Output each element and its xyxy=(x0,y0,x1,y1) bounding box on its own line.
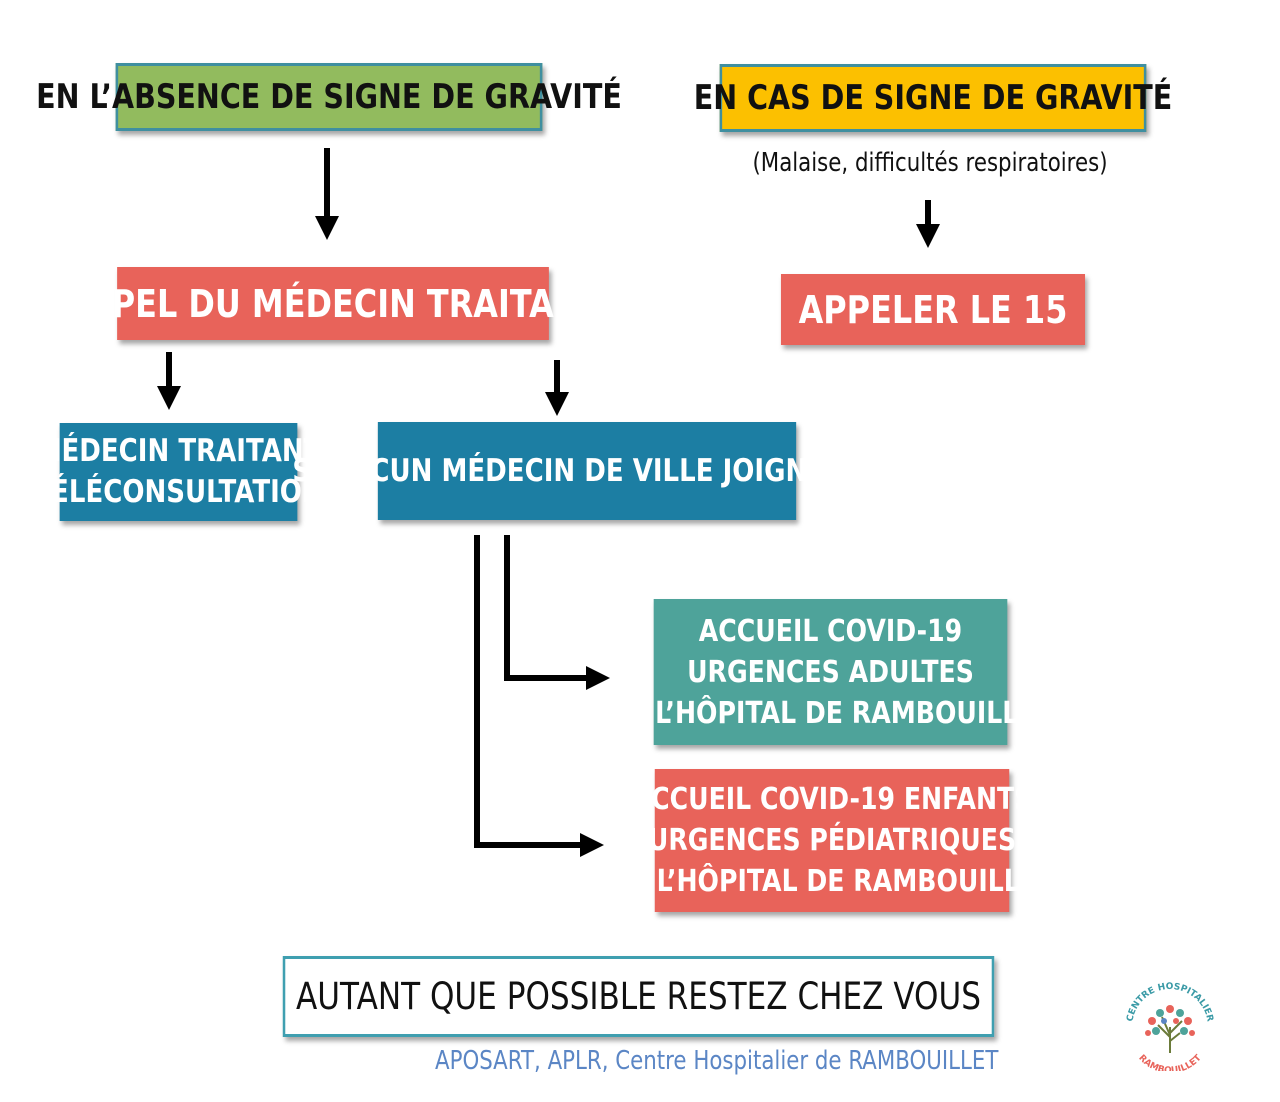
call-gp-box: APPEL DU MÉDECIN TRAITANT xyxy=(64,267,602,340)
adult-emergency-box: ACCUEIL COVID-19 URGENCES ADULTES DE L’H… xyxy=(608,599,1053,745)
no-doctor-label: SI AUCUN MÉDECIN DE VILLE JOIGNABLE xyxy=(292,453,882,489)
tree-icon xyxy=(1145,1005,1195,1053)
svg-text:RAMBOUILLET: RAMBOUILLET xyxy=(1136,1053,1204,1071)
no-doctor-box: SI AUCUN MÉDECIN DE VILLE JOIGNABLE xyxy=(292,422,882,520)
adult-line2: URGENCES ADULTES xyxy=(687,654,974,690)
call-15-label: APPELER LE 15 xyxy=(798,287,1068,332)
gravity-note: (Malaise, difficultés respiratoires) xyxy=(752,148,1108,178)
teleconsult-box: MÉDECIN TRAITANT TÉLÉCONSULTATION xyxy=(33,423,324,521)
teleconsult-line1: MÉDECIN TRAITANT xyxy=(35,433,322,469)
teleconsult-line2: TÉLÉCONSULTATION xyxy=(33,474,324,510)
logo-top-text: CENTRE HOSPITALIER xyxy=(1125,982,1214,1023)
adult-line3: DE L’HÔPITAL DE RAMBOUILLET xyxy=(608,695,1053,731)
no-gravity-box: EN L’ABSENCE DE SIGNE DE GRAVITÉ xyxy=(36,63,622,131)
gravity-label: EN CAS DE SIGNE DE GRAVITÉ xyxy=(693,78,1173,118)
child-line3: DE L’HÔPITAL DE RAMBOUILLET xyxy=(609,864,1055,899)
child-line2: URGENCES PÉDIATRIQUES xyxy=(647,823,1017,858)
credits: APOSART, APLR, Centre Hospitalier de RAM… xyxy=(435,1046,999,1076)
gravity-box: EN CAS DE SIGNE DE GRAVITÉ xyxy=(694,64,1172,132)
call-15-box: APPELER LE 15 xyxy=(780,274,1086,345)
hospital-logo: CENTRE HOSPITALIER RAMBOUILLET xyxy=(1125,982,1214,1071)
arrow-no-doctor-to-adult xyxy=(504,535,610,690)
stay-home-label: AUTANT QUE POSSIBLE RESTEZ CHEZ VOUS xyxy=(296,975,981,1018)
child-line1: ACCUEIL COVID-19 ENFANTS xyxy=(631,782,1033,817)
svg-text:CENTRE HOSPITALIER: CENTRE HOSPITALIER xyxy=(1125,982,1214,1023)
no-gravity-label: EN L’ABSENCE DE SIGNE DE GRAVITÉ xyxy=(36,77,622,117)
stay-home-box: AUTANT QUE POSSIBLE RESTEZ CHEZ VOUS xyxy=(282,956,995,1037)
call-gp-label: APPEL DU MÉDECIN TRAITANT xyxy=(63,281,603,326)
child-emergency-box: ACCUEIL COVID-19 ENFANTS URGENCES PÉDIAT… xyxy=(610,769,1054,912)
arrow-no-doctor-to-child xyxy=(474,535,604,857)
adult-line1: ACCUEIL COVID-19 xyxy=(698,613,963,649)
logo-bottom-text: RAMBOUILLET xyxy=(1136,1053,1204,1071)
